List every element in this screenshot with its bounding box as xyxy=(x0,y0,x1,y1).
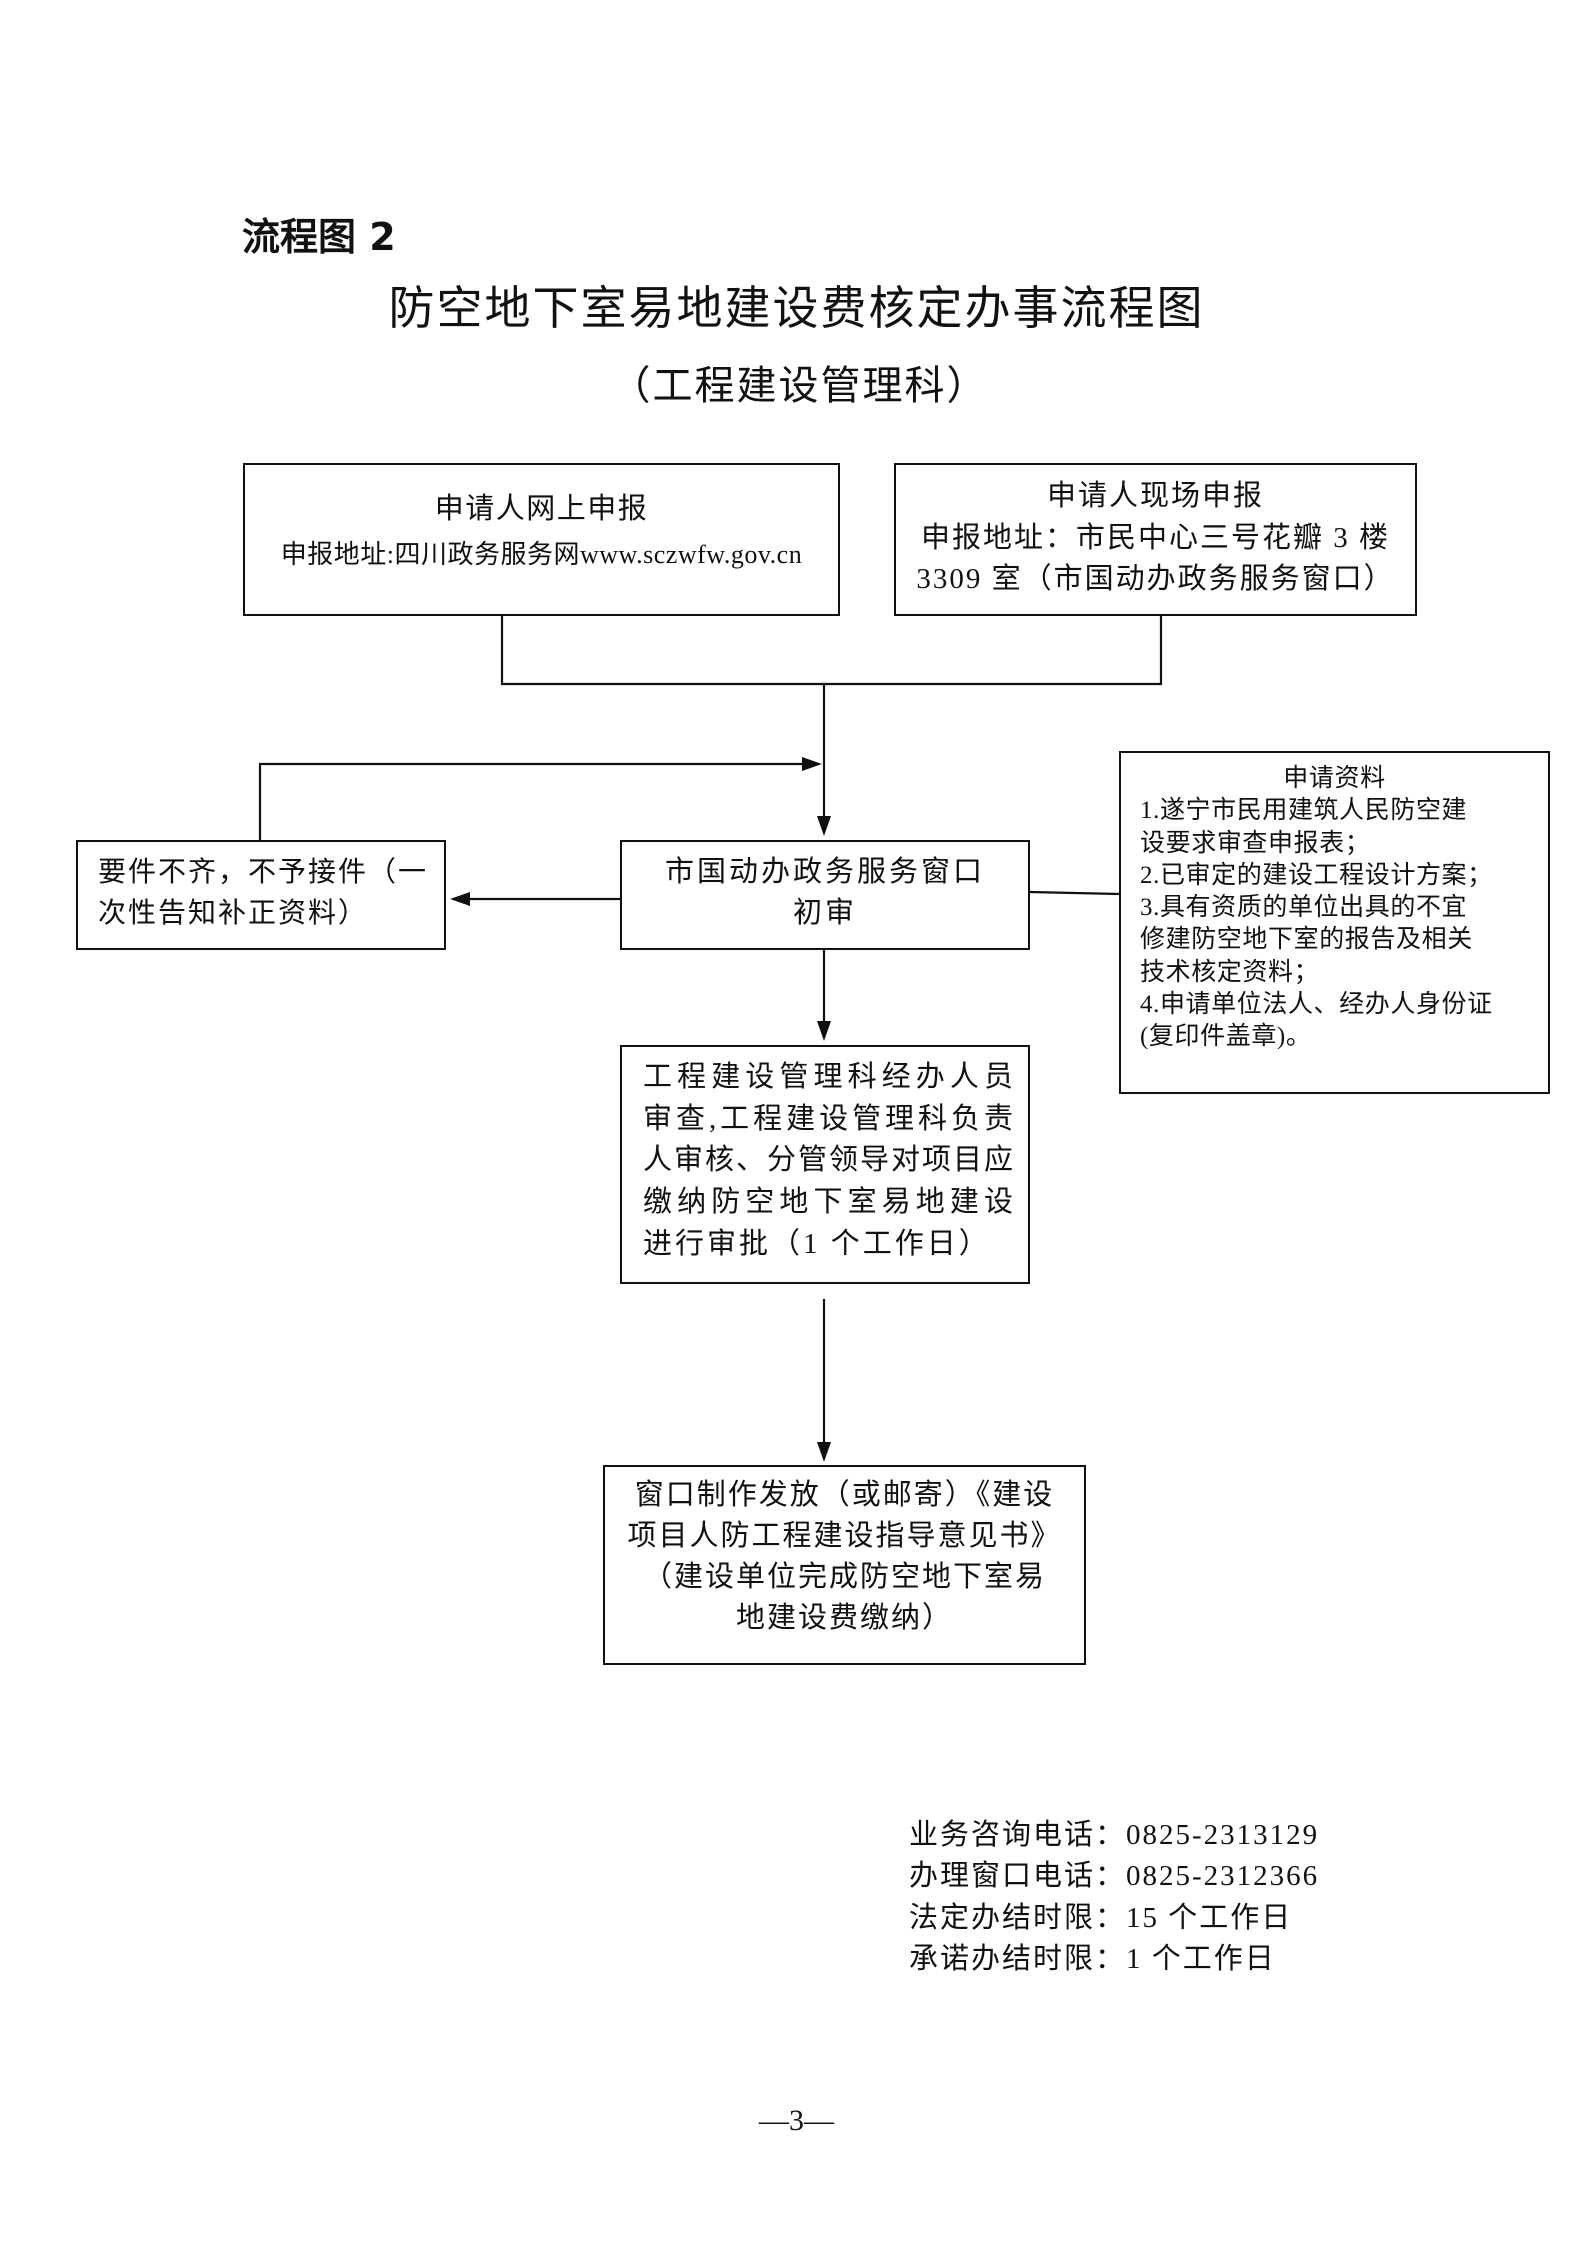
contact-info: 业务咨询电话：0825-2313129 办理窗口电话：0825-2312366 … xyxy=(909,1815,1319,1980)
required-materials-line: 3.具有资质的单位出具的不宜 xyxy=(1140,894,1468,922)
connector-review-to-materials xyxy=(1029,890,1120,896)
arrowhead-review-to-approval xyxy=(817,1021,831,1041)
required-materials-line: 1.遂宁市民用建筑人民防空建 xyxy=(1140,797,1468,825)
approval-box: 工程建设管理科经办人员 审查,工程建设管理科负责 人审核、分管领导对项目应 缴纳… xyxy=(620,1045,1030,1284)
required-materials-title: 申请资料 xyxy=(1283,765,1386,792)
initial-review-box: 市国动办政务服务窗口 初审 xyxy=(620,840,1030,950)
onsite-submission-address-line-2: 3309 室（市国动办政务服务窗口） xyxy=(916,563,1395,595)
required-materials-line: (复印件盖章)。 xyxy=(1140,1023,1312,1051)
required-materials-line: 2.已审定的建设工程设计方案； xyxy=(1140,861,1493,889)
connector-resubmit-loop xyxy=(258,762,804,840)
required-materials-line: 设要求审查申报表； xyxy=(1140,829,1371,857)
required-materials-box: 申请资料 1.遂宁市民用建筑人民防空建 设要求审查申报表； 2.已审定的建设工程… xyxy=(1119,751,1550,1094)
arrowhead-review-to-reject xyxy=(450,892,470,906)
initial-review-text-line-2: 初审 xyxy=(792,897,857,929)
issuance-box: 窗口制作发放（或邮寄）《建设 项目人防工程建设指导意见书》 （建设单位完成防空地… xyxy=(603,1465,1086,1665)
rejection-text-line-2: 次性告知补正资料） xyxy=(98,898,369,929)
approval-text-line: 审查,工程建设管理科负责 xyxy=(643,1102,1013,1135)
initial-review-text-line-1: 市国动办政务服务窗口 xyxy=(664,856,985,888)
rejection-text-line-1: 要件不齐，不予接件（一 xyxy=(98,857,429,888)
approval-text-line: 进行审批（1 个工作日） xyxy=(643,1227,991,1260)
consultation-phone: 业务咨询电话：0825-2313129 xyxy=(909,1819,1320,1851)
onsite-submission-box: 申请人现场申报 申报地址：市民中心三号花瓣 3 楼 3309 室（市国动办政务服… xyxy=(894,463,1417,616)
online-submission-address: 申报地址:四川政务服务网www.sczwfw.gov.cn xyxy=(280,540,803,569)
issuance-text-line: 窗口制作发放（或邮寄）《建设 xyxy=(634,1479,1055,1511)
page-title: 防空地下室易地建设费核定办事流程图 xyxy=(388,283,1205,334)
issuance-text-line: 地建设费缴纳） xyxy=(735,1602,953,1634)
required-materials-line: 技术核定资料； xyxy=(1140,958,1320,986)
online-submission-heading: 申请人网上申报 xyxy=(434,493,649,525)
arrowhead-main-down xyxy=(817,816,831,836)
promised-time-limit: 承诺办结时限：1 个工作日 xyxy=(909,1942,1276,1975)
online-submission-box: 申请人网上申报 申报地址:四川政务服务网www.sczwfw.gov.cn xyxy=(243,463,840,616)
approval-text-line: 人审核、分管领导对项目应 xyxy=(643,1144,1013,1177)
required-materials-line: 4.申请单位法人、经办人身份证 xyxy=(1140,991,1493,1019)
rejection-box: 要件不齐，不予接件（一 次性告知补正资料） xyxy=(76,840,446,950)
onsite-submission-address-line-1: 申报地址：市民中心三号花瓣 3 楼 xyxy=(920,521,1390,554)
service-window-phone: 办理窗口电话：0825-2312366 xyxy=(909,1860,1320,1893)
issuance-text-line: 项目人防工程建设指导意见书》 xyxy=(627,1520,1062,1552)
arrowhead-approval-to-issuance xyxy=(817,1442,831,1462)
statutory-time-limit: 法定办结时限：15 个工作日 xyxy=(909,1901,1293,1934)
required-materials-line: 修建防空地下室的报告及相关 xyxy=(1140,926,1473,954)
arrowhead-resubmit-loop xyxy=(802,757,822,771)
onsite-submission-heading: 申请人现场申报 xyxy=(1046,480,1264,512)
page-subtitle: （工程建设管理科） xyxy=(610,363,989,408)
figure-label: 流程图 2 xyxy=(242,215,396,259)
approval-text-line: 工程建设管理科经办人员 xyxy=(643,1061,1013,1093)
page-number: —3— xyxy=(759,2104,834,2137)
approval-text-line: 缴纳防空地下室易地建设 xyxy=(643,1186,1013,1219)
issuance-text-line: （建设单位完成防空地下室易 xyxy=(642,1561,1046,1593)
